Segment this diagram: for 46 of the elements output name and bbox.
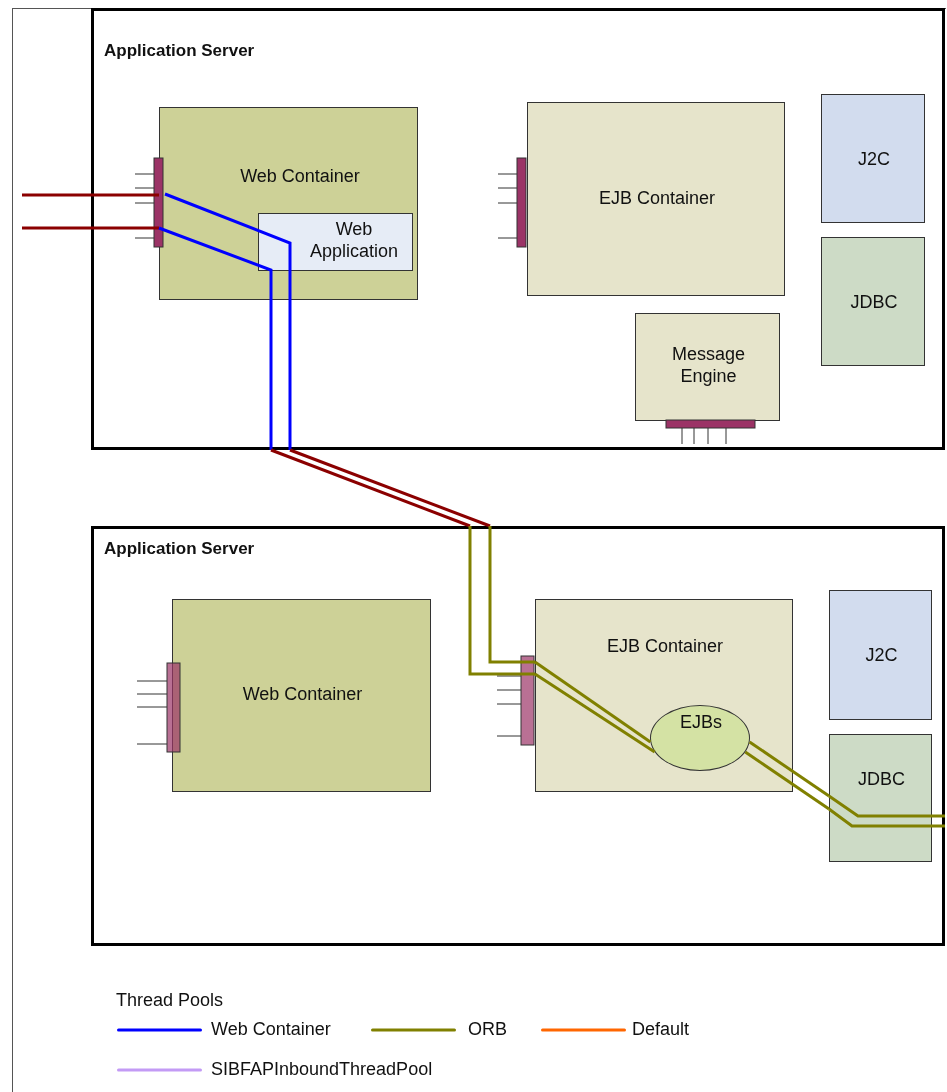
engine-box [635, 313, 780, 421]
container-box [159, 107, 418, 300]
box-label: J2C [857, 149, 891, 171]
box-label: EJB Container [597, 188, 717, 210]
thread-path-line [468, 526, 535, 676]
resource-box [821, 237, 925, 366]
legend-title: Thread Pools [116, 990, 224, 1011]
thread-path-line [534, 672, 656, 754]
container-box [527, 102, 785, 296]
thread-path-line [22, 193, 159, 197]
thread-path-line [22, 226, 159, 230]
thread-path-line [488, 526, 535, 664]
container-box [535, 599, 793, 792]
box-label: Message Engine [670, 344, 746, 388]
box-label: EJBs [679, 712, 723, 734]
resource-box [821, 94, 925, 223]
box-label: JDBC [857, 769, 906, 791]
box-label: EJB Container [605, 636, 725, 658]
thread-path-line [828, 807, 945, 828]
legend-label: ORB [468, 1019, 507, 1040]
box-label: Web Container [239, 166, 361, 188]
box-label: Web Container [241, 684, 364, 706]
panel-title: Application Server [104, 41, 256, 62]
panel-title: Application Server [104, 539, 256, 560]
legend-label: Default [632, 1019, 690, 1040]
server-panel [91, 526, 945, 946]
resource-box [829, 734, 932, 862]
box-label: J2C [864, 645, 899, 667]
thread-path-line [288, 271, 292, 450]
thread-path-line [534, 660, 652, 744]
thread-path-line [158, 226, 273, 273]
legend-label: Web Container [211, 1019, 331, 1040]
server-panel [91, 8, 945, 450]
resource-box [829, 590, 932, 720]
thread-path-line [828, 794, 945, 818]
thread-path-line [744, 750, 830, 811]
container-box [172, 599, 431, 792]
thread-path-line [270, 448, 471, 528]
box-label: Web Application [308, 219, 400, 263]
thread-path-line [269, 271, 273, 450]
thread-path-line [164, 192, 292, 271]
box-label: JDBC [849, 292, 899, 314]
thread-path-line [289, 448, 491, 528]
application-box [258, 213, 413, 271]
legend-label: SIBFAPInboundThreadPool [211, 1059, 433, 1080]
thread-path-line [748, 740, 830, 798]
